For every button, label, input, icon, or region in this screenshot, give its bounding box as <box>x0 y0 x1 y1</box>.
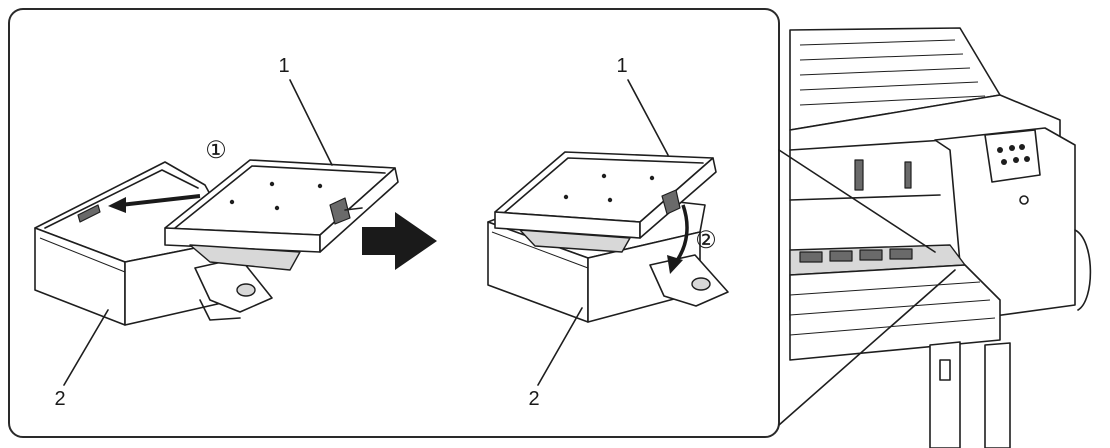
left-step-marker: ① <box>205 137 227 164</box>
left-step-illustration <box>34 159 399 326</box>
left-part-label-2: 2 <box>54 388 65 410</box>
callout-leader-lines <box>778 149 956 426</box>
right-part-label-2: 2 <box>528 388 539 410</box>
right-motion-arrow <box>674 204 689 264</box>
right-part-label-1: 1 <box>616 55 627 77</box>
left-part-label-1: 1 <box>278 55 289 77</box>
printer-illustration <box>789 27 1092 448</box>
step-panel-frame <box>8 8 780 438</box>
right-step-illustration <box>487 151 729 323</box>
right-step-marker: ② <box>695 227 717 254</box>
left-motion-arrow <box>119 194 201 207</box>
right-arrow-icon <box>362 212 437 270</box>
